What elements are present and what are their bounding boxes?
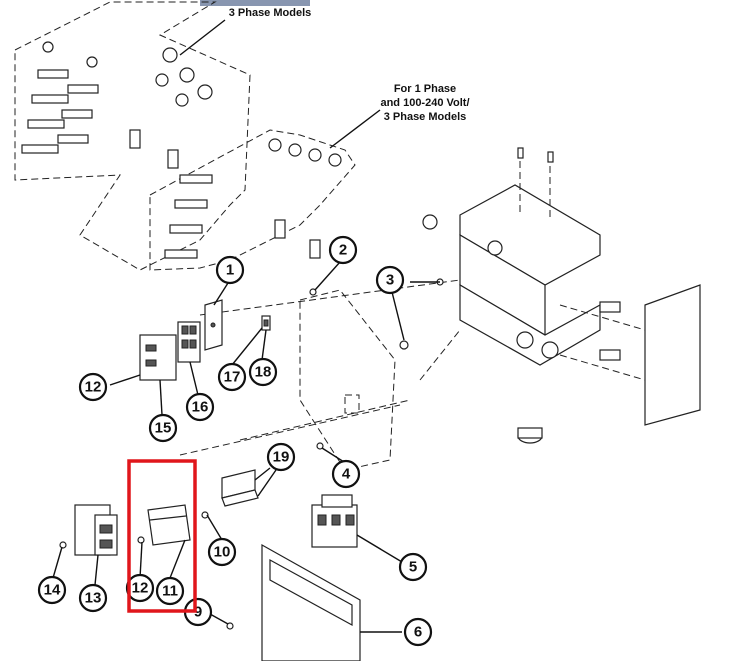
callout-17: 17 bbox=[217, 362, 247, 392]
terminal-plate-1 bbox=[204, 299, 223, 351]
note-one-phase-line3: 3 Phase Models bbox=[384, 111, 467, 123]
svg-text:18: 18 bbox=[255, 364, 272, 381]
svg-text:6: 6 bbox=[414, 624, 422, 641]
svg-text:19: 19 bbox=[273, 449, 290, 466]
module-11 bbox=[147, 504, 191, 546]
terminal-posts-three-phase bbox=[129, 47, 213, 169]
callout-5: 5 bbox=[398, 552, 428, 582]
highlight-box bbox=[127, 459, 197, 613]
svg-text:15: 15 bbox=[155, 420, 172, 437]
callout-14: 14 bbox=[37, 575, 67, 605]
callout-13: 13 bbox=[78, 583, 108, 613]
callout-16: 16 bbox=[185, 392, 215, 422]
callout-10: 10 bbox=[207, 537, 237, 567]
contactor-5 bbox=[311, 494, 358, 548]
note-one-phase-line1: For 1 Phase bbox=[394, 83, 456, 95]
control-enclosure bbox=[422, 147, 701, 444]
svg-text:11: 11 bbox=[162, 583, 178, 600]
svg-text:12: 12 bbox=[85, 379, 102, 396]
callout-6: 6 bbox=[403, 617, 433, 647]
note-one-phase-line2: and 100-240 Volt/ bbox=[380, 97, 469, 109]
callout-4: 4 bbox=[331, 459, 361, 489]
callout-18: 18 bbox=[248, 357, 278, 387]
callout-3: 3 bbox=[375, 265, 405, 295]
three-phase-panel: 3 Phase Models bbox=[14, 1, 312, 271]
terminal-bolts-left bbox=[21, 41, 99, 154]
svg-text:12: 12 bbox=[132, 580, 149, 597]
controller-box-15 bbox=[139, 334, 177, 381]
callout-15: 15 bbox=[148, 413, 178, 443]
screws bbox=[59, 278, 444, 630]
callout-12-lower: 12 bbox=[125, 573, 155, 603]
svg-text:3: 3 bbox=[386, 272, 394, 289]
clip-17-18 bbox=[261, 315, 271, 331]
svg-text:4: 4 bbox=[342, 466, 351, 483]
transformer-13 bbox=[74, 504, 118, 556]
bracket-19 bbox=[221, 469, 259, 507]
svg-text:13: 13 bbox=[85, 590, 102, 607]
svg-text:5: 5 bbox=[409, 559, 417, 576]
svg-text:9: 9 bbox=[194, 604, 202, 621]
one-phase-panel: For 1 Phase and 100-240 Volt/ 3 Phase Mo… bbox=[149, 83, 470, 271]
top-tab bbox=[200, 0, 310, 6]
svg-text:16: 16 bbox=[192, 399, 209, 416]
callout-1: 1 bbox=[215, 255, 245, 285]
mounting-panel bbox=[179, 279, 461, 471]
svg-text:1: 1 bbox=[226, 262, 234, 279]
terminal-posts-one-phase bbox=[164, 138, 342, 259]
callout-2: 2 bbox=[328, 235, 358, 265]
svg-text:2: 2 bbox=[339, 242, 347, 259]
svg-text:14: 14 bbox=[44, 582, 61, 599]
svg-text:10: 10 bbox=[214, 544, 231, 561]
callout-11: 11 bbox=[155, 576, 185, 606]
callout-19: 19 bbox=[266, 442, 296, 472]
note-three-phase: 3 Phase Models bbox=[229, 7, 312, 19]
relay-block-16 bbox=[177, 321, 201, 363]
front-cover-6 bbox=[261, 543, 361, 661]
leader-lines bbox=[52, 261, 440, 633]
callout-12-upper: 12 bbox=[78, 372, 108, 402]
svg-text:17: 17 bbox=[224, 369, 241, 386]
